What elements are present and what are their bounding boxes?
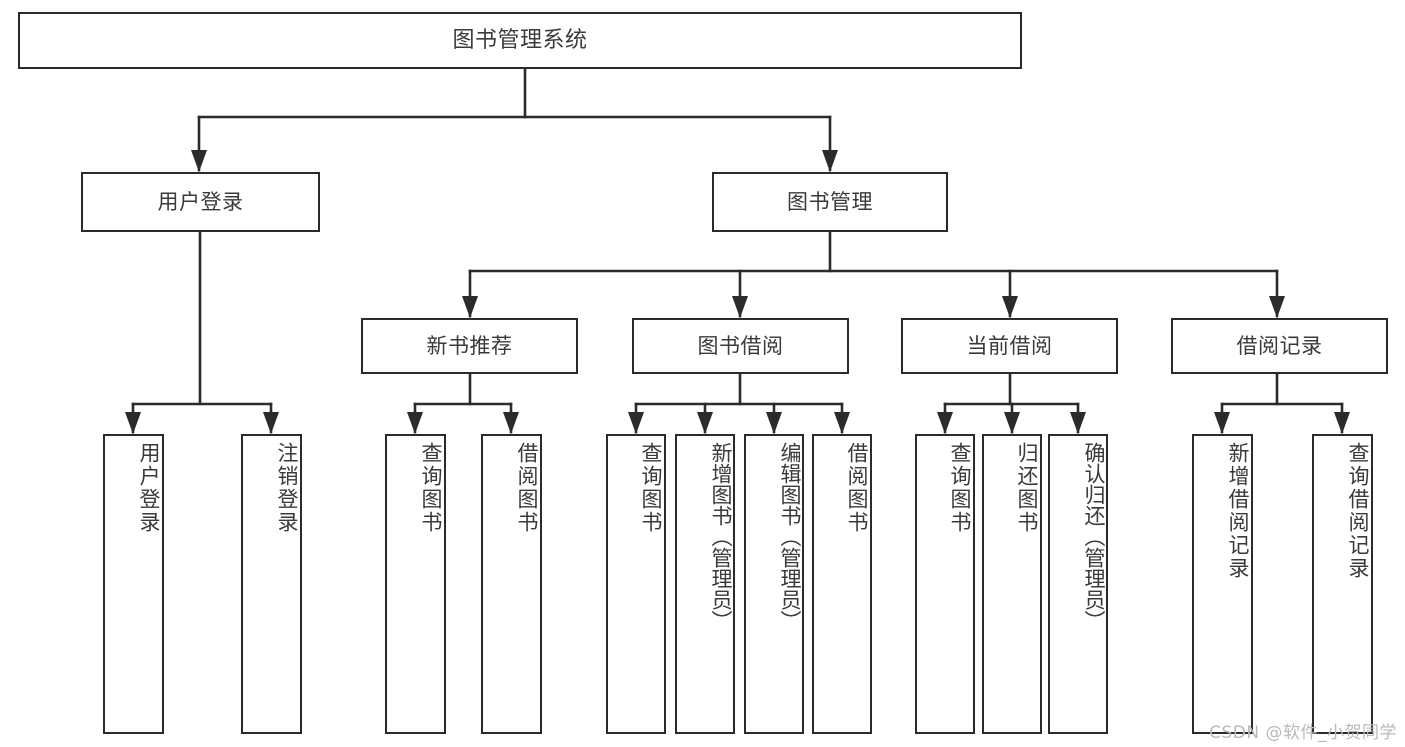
node-label-user-login: 用户登录 <box>157 189 244 214</box>
arrowhead-icon <box>407 412 423 434</box>
node-leaf-leaf-confirm-return[interactable]: 确认归还（管理员） <box>1048 434 1108 734</box>
node-label-book-borrow: 图书借阅 <box>697 333 784 358</box>
node-label-leaf-return-book: 归还图书 <box>1015 442 1039 534</box>
node-borrow-record[interactable]: 借阅记录 <box>1171 318 1388 374</box>
node-leaf-leaf-query-book-borrow[interactable]: 查询图书 <box>606 434 666 734</box>
node-user-login[interactable]: 用户登录 <box>81 172 320 232</box>
arrowhead-icon <box>732 296 748 318</box>
node-leaf-leaf-edit-book[interactable]: 编辑图书（管理员） <box>744 434 804 734</box>
node-label-leaf-add-book: 新增图书（管理员） <box>709 442 733 631</box>
node-leaf-leaf-borrow-book-recommend[interactable]: 借阅图书 <box>481 434 542 734</box>
arrowhead-icon <box>697 412 713 434</box>
arrowhead-icon <box>766 412 782 434</box>
arrowhead-icon <box>822 150 838 172</box>
node-leaf-leaf-add-borrow-record[interactable]: 新增借阅记录 <box>1192 434 1253 734</box>
node-label-leaf-query-borrow-record: 查询借阅记录 <box>1346 442 1370 580</box>
node-label-leaf-logout: 注销登录 <box>275 442 299 534</box>
arrowhead-icon <box>628 412 644 434</box>
arrowhead-icon <box>191 150 207 172</box>
watermark-text: CSDN @软件_小贺同学 <box>1209 723 1397 743</box>
node-label-leaf-borrow-book-recommend: 借阅图书 <box>515 442 539 534</box>
node-leaf-leaf-borrow-book[interactable]: 借阅图书 <box>812 434 872 734</box>
node-leaf-leaf-query-book-current[interactable]: 查询图书 <box>915 434 975 734</box>
arrowhead-icon <box>462 296 478 318</box>
node-label-root: 图书管理系统 <box>452 27 588 53</box>
arrowhead-icon <box>1070 412 1086 434</box>
node-label-new-book-recommend: 新书推荐 <box>426 333 513 358</box>
arrowhead-icon <box>1334 412 1350 434</box>
node-label-leaf-add-borrow-record: 新增借阅记录 <box>1226 442 1250 580</box>
node-label-leaf-query-book-recommend: 查询图书 <box>419 442 443 534</box>
node-label-leaf-query-book-current: 查询图书 <box>948 442 972 534</box>
node-new-book-recommend[interactable]: 新书推荐 <box>361 318 578 374</box>
node-book-manage[interactable]: 图书管理 <box>712 172 948 232</box>
arrowhead-icon <box>1004 412 1020 434</box>
node-leaf-leaf-query-book-recommend[interactable]: 查询图书 <box>385 434 446 734</box>
node-label-leaf-user-login: 用户登录 <box>137 442 161 534</box>
node-leaf-leaf-return-book[interactable]: 归还图书 <box>982 434 1042 734</box>
node-label-current-borrow: 当前借阅 <box>966 333 1053 358</box>
arrowhead-icon <box>1002 296 1018 318</box>
node-current-borrow[interactable]: 当前借阅 <box>901 318 1118 374</box>
node-leaf-leaf-logout[interactable]: 注销登录 <box>241 434 302 734</box>
node-label-leaf-query-book-borrow: 查询图书 <box>639 442 663 534</box>
arrowhead-icon <box>263 412 279 434</box>
arrowhead-icon <box>125 412 141 434</box>
node-label-book-manage: 图书管理 <box>787 189 873 214</box>
node-label-leaf-borrow-book: 借阅图书 <box>845 442 869 534</box>
arrowhead-icon <box>503 412 519 434</box>
node-leaf-leaf-query-borrow-record[interactable]: 查询借阅记录 <box>1312 434 1373 734</box>
node-label-leaf-confirm-return: 确认归还（管理员） <box>1082 442 1106 631</box>
arrowhead-icon <box>1269 296 1285 318</box>
node-root-root[interactable]: 图书管理系统 <box>18 12 1022 69</box>
node-label-borrow-record: 借阅记录 <box>1236 333 1323 358</box>
node-leaf-leaf-add-book[interactable]: 新增图书（管理员） <box>675 434 735 734</box>
node-book-borrow[interactable]: 图书借阅 <box>632 318 849 374</box>
arrowhead-icon <box>834 412 850 434</box>
node-leaf-leaf-user-login[interactable]: 用户登录 <box>103 434 164 734</box>
node-label-leaf-edit-book: 编辑图书（管理员） <box>778 442 802 631</box>
arrowhead-icon <box>1214 412 1230 434</box>
arrowhead-icon <box>937 412 953 434</box>
